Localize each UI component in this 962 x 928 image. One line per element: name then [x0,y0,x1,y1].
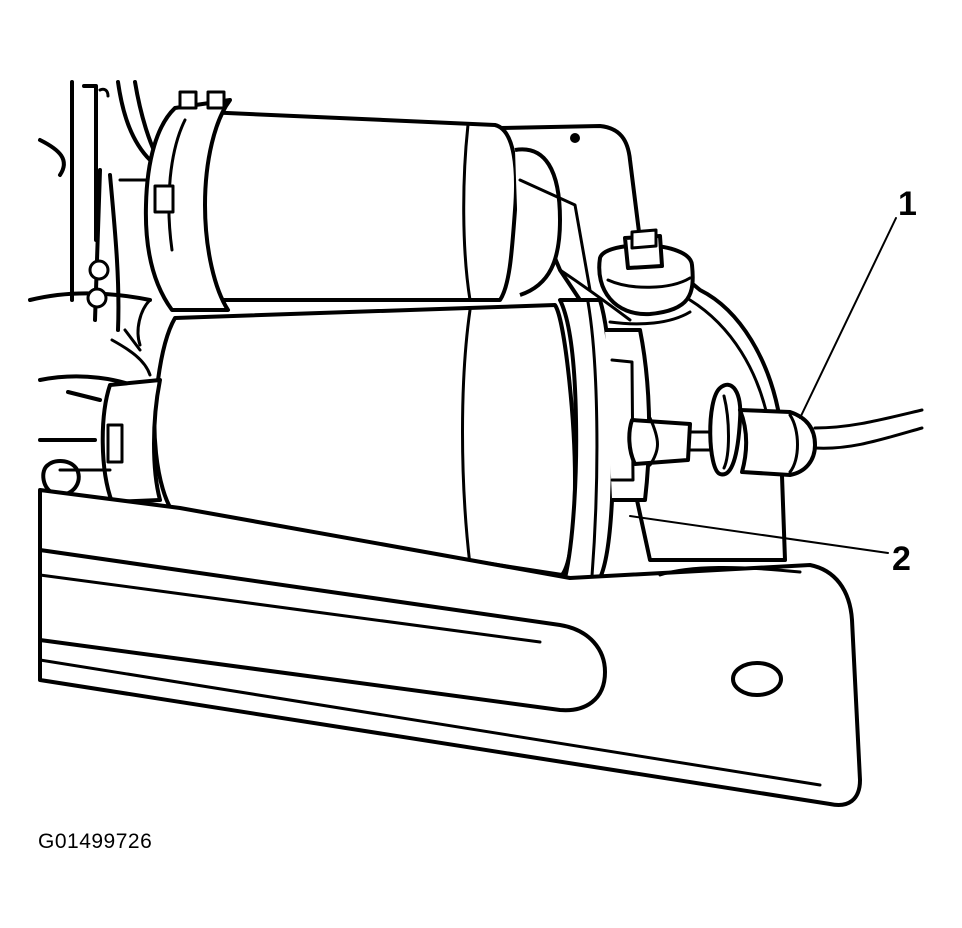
leader-line-1 [799,217,897,419]
callout-label-2: 2 [892,540,911,578]
front-motor [58,298,652,580]
mount-nut [597,228,695,326]
callout-leaders [629,217,897,554]
callout-label-1: 1 [898,185,917,223]
rear-motor [123,90,592,352]
leader-line-2 [629,515,889,554]
motor-connector [627,416,732,467]
figure-id: G01499726 [38,830,153,853]
engine-background [28,80,167,497]
harness-connector [708,382,924,477]
frame-rail [38,488,862,807]
